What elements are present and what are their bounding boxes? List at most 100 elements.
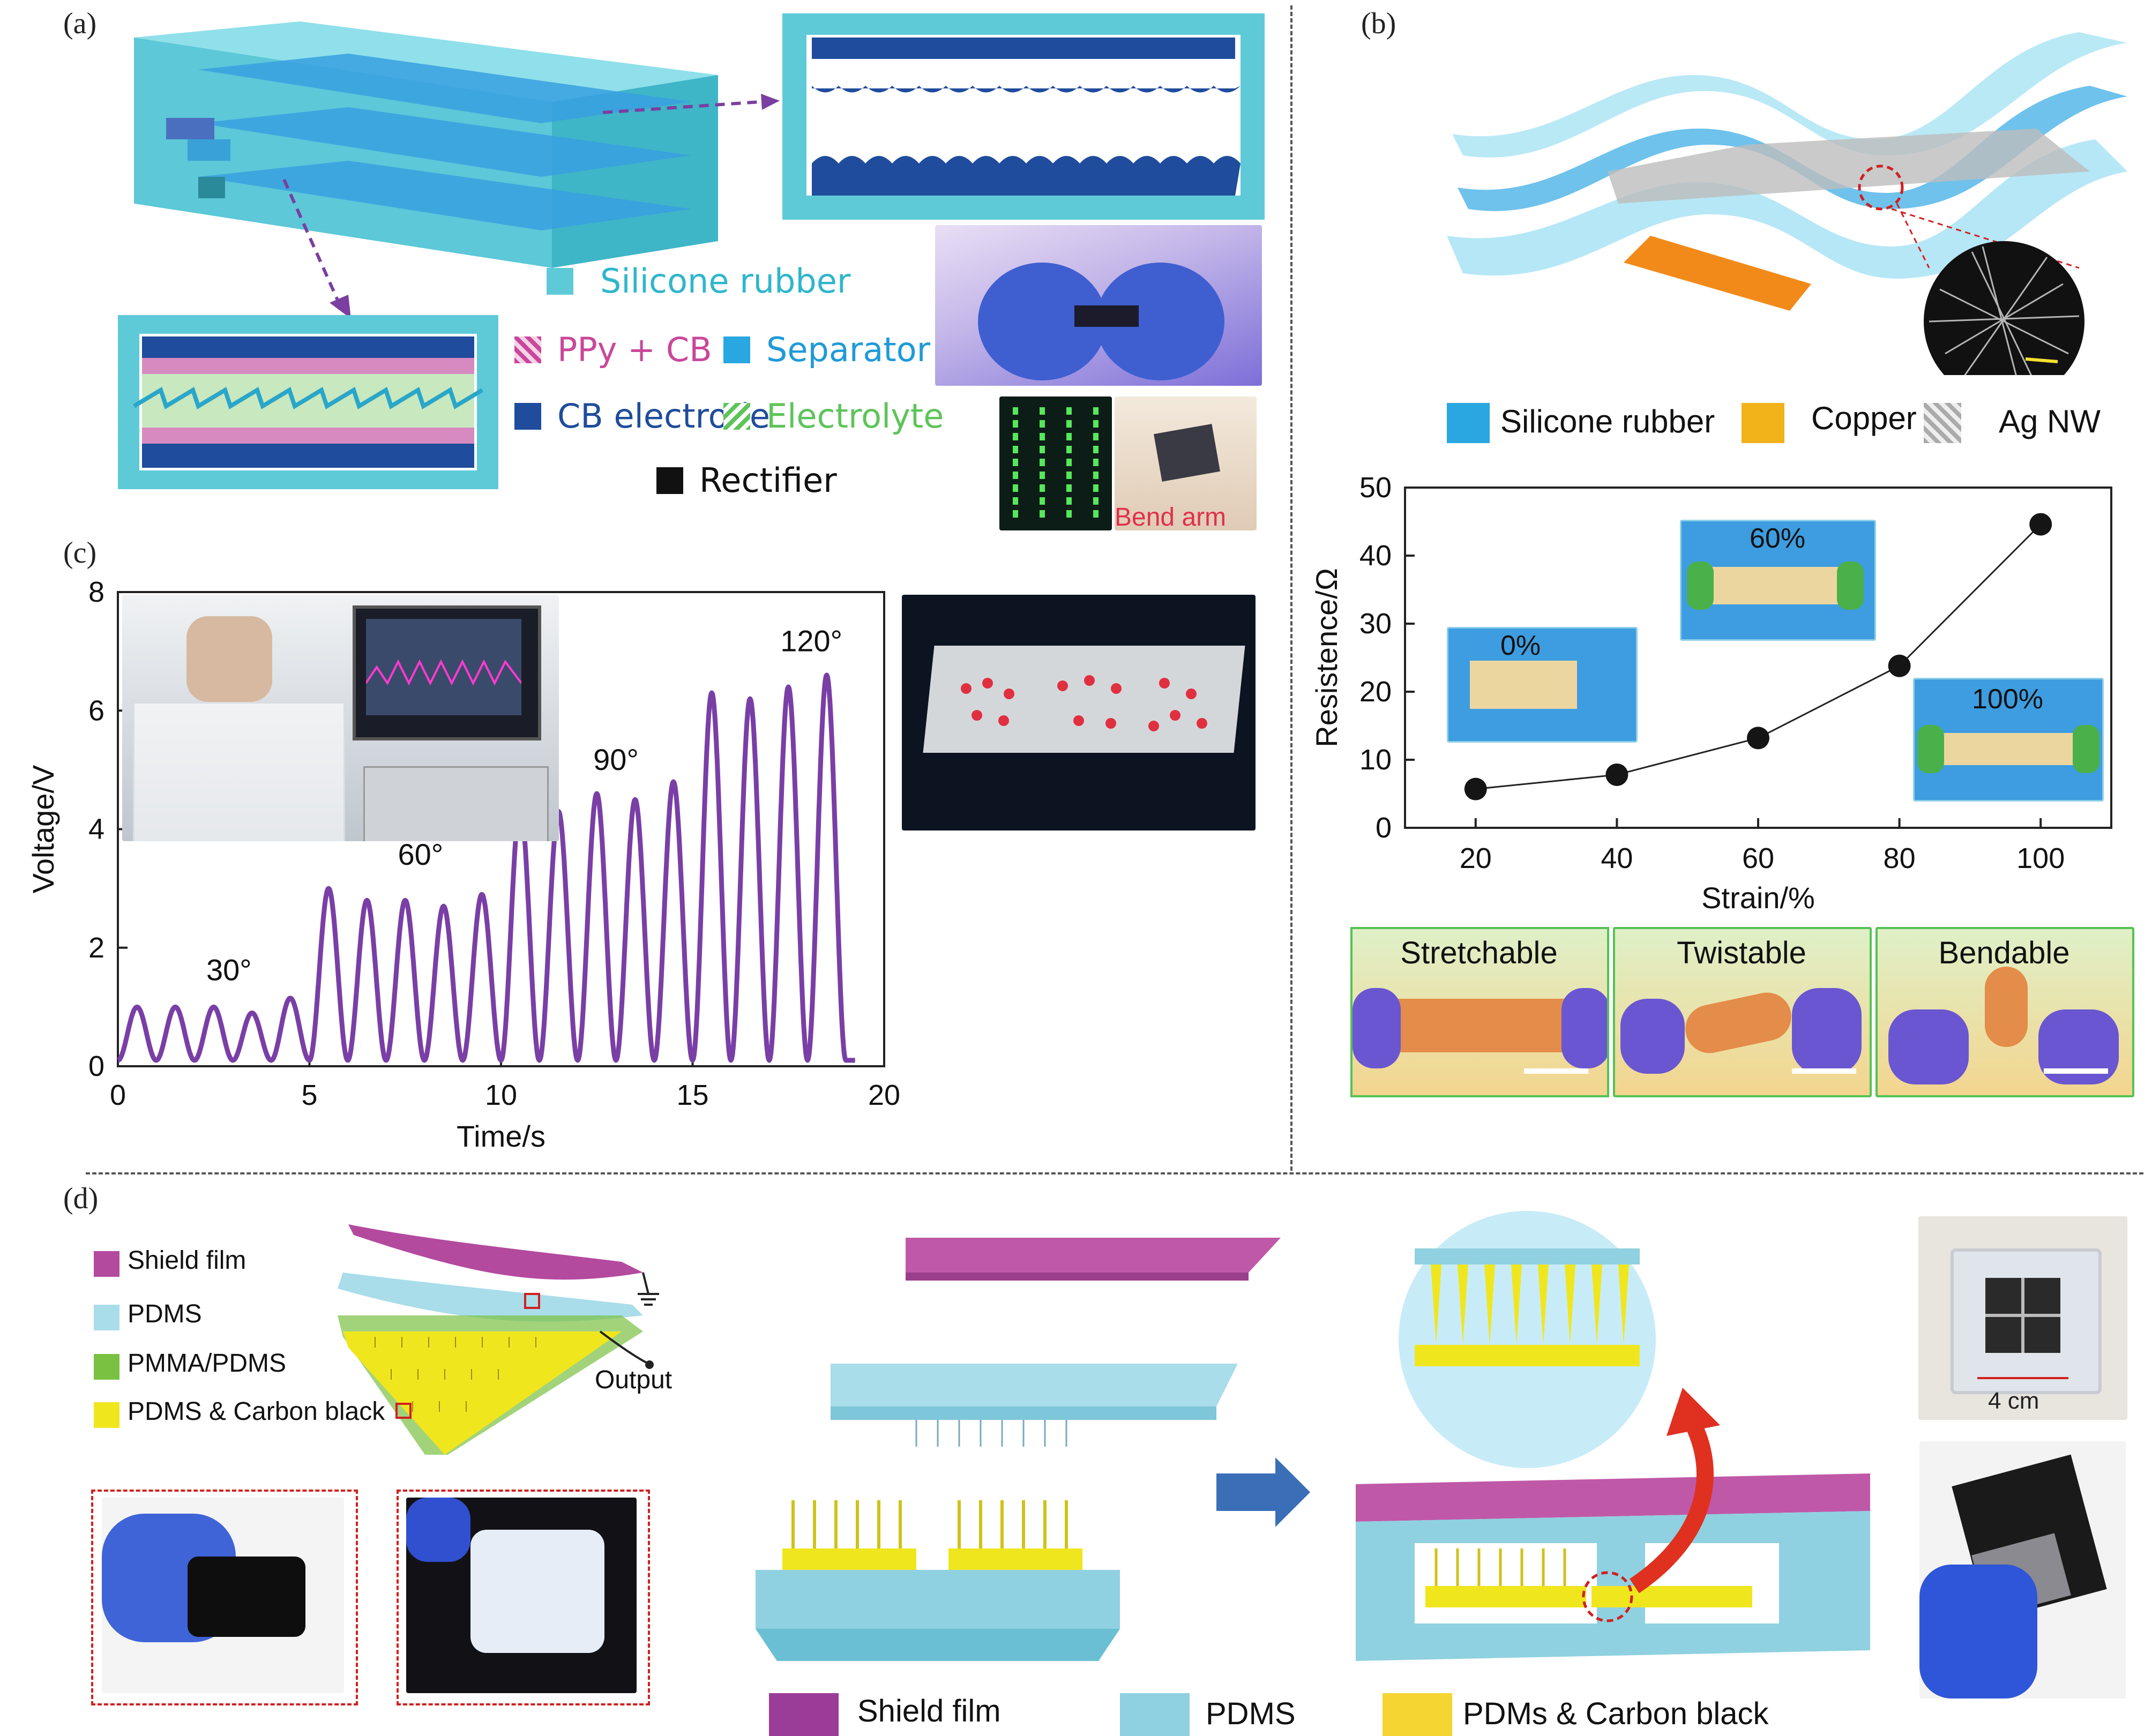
d-zoom-box-2 (397, 1490, 650, 1705)
chart-b-x-tick-label: 60 (1742, 842, 1774, 874)
b-legend-swatch-copper (1742, 403, 1784, 443)
photo-label-bend-arm: Bend arm (1115, 503, 1227, 532)
chart-b-data-point (1888, 654, 1911, 677)
d-bottom-legend-shield-film: Shield film (857, 1694, 1001, 1728)
photo-oscilloscope-setup (122, 595, 559, 841)
photo-bend-arm (1115, 396, 1257, 530)
d-legend-pdms: PDMS (128, 1300, 202, 1328)
caption-twistable: Twistable (1677, 936, 1806, 970)
photo-twistable (1613, 927, 1872, 1097)
photo-led-demo (902, 595, 1256, 830)
inset-label-60pct: 60% (1750, 523, 1806, 554)
chart-c-x-tick-label: 15 (676, 1079, 708, 1111)
photo-stretchable (1350, 927, 1609, 1097)
d-legend-swatch-pmma (94, 1354, 119, 1380)
cross-section-top (782, 13, 1265, 220)
chart-b-y-tick-label: 0 (1376, 812, 1392, 844)
legend-swatch-cb-electrode (514, 403, 541, 430)
chart-c-y-axis-label: Voltage/V (26, 765, 60, 893)
legend-swatch-rectifier (656, 467, 683, 494)
legend-silicone-rubber: Silicone rubber (600, 261, 851, 301)
arrow-a-right (602, 94, 780, 114)
inset-label-100pct: 100% (1972, 684, 2043, 715)
legend-swatch-silicone (547, 268, 573, 295)
chart-c-x-axis-label: Time/s (457, 1119, 546, 1153)
panel-a-3d-device (134, 21, 718, 268)
caption-bendable: Bendable (1938, 936, 2070, 970)
d-legend-pdms-carbon: PDMS & Carbon black (128, 1397, 385, 1426)
legend-swatch-ppy (514, 336, 541, 363)
chart-b-x-tick-label: 80 (1884, 842, 1916, 874)
chart-b-data-point (1747, 727, 1769, 750)
d-bottom-swatch-carbon (1383, 1693, 1452, 1736)
photo-glove-black-patch (102, 1498, 344, 1693)
chart-c-angle-annotation: 30° (206, 953, 252, 987)
d-legend-swatch-pdms (94, 1305, 119, 1330)
b-legend-silicone-rubber: Silicone rubber (1500, 403, 1715, 439)
inset-photo-60pct (1680, 520, 1876, 641)
vertical-divider (1290, 5, 1292, 1171)
chart-c-x-tick-label: 20 (868, 1079, 900, 1111)
caption-stretchable: Stretchable (1400, 936, 1558, 970)
panel-b-stretchable-device (1447, 32, 2127, 375)
chart-c-angle-annotation: 120° (780, 624, 842, 658)
chart-b-data-point (2029, 513, 2052, 536)
b-legend-copper: Copper (1811, 400, 1917, 436)
chart-c-y-tick-label: 0 (88, 1050, 104, 1082)
d-bottom-legend-pdms: PDMS (1206, 1696, 1296, 1731)
d-scale-label: 4 cm (1988, 1388, 2039, 1414)
legend-rectifier: Rectifier (699, 461, 837, 500)
legend-ppy-cb: PPy + CB (557, 330, 712, 369)
d-legend-swatch-shield (94, 1251, 119, 1277)
panel-label-d: (d) (63, 1182, 99, 1215)
d-zoom-box-1 (91, 1490, 358, 1705)
panel-label-b: (b) (1361, 7, 1396, 40)
d-bottom-legend-pdms-carbon: PDMs & Carbon black (1463, 1696, 1769, 1731)
chart-b-y-tick-label: 50 (1359, 472, 1392, 504)
chart-c-y-tick-label: 6 (88, 694, 104, 727)
panel-label-a: (a) (63, 7, 97, 40)
photo-gloved-hands-twist (935, 225, 1262, 386)
d-bottom-swatch-shield (769, 1693, 839, 1736)
inset-photo-0pct (1447, 627, 1638, 743)
d-layer-stack (338, 1224, 659, 1455)
chart-b-x-tick-label: 100 (2016, 842, 2065, 874)
inset-photo-100pct (1913, 678, 2104, 802)
d-process-arrow (1216, 1457, 1310, 1527)
b-legend-swatch-silicone (1447, 403, 1490, 443)
chart-b-data-point (1464, 777, 1487, 800)
chart-c-angle-annotation: 60° (398, 837, 444, 871)
chart-c-angle-annotation: 90° (593, 743, 639, 776)
arrow-a-down (282, 178, 351, 319)
inset-label-0pct: 0% (1500, 630, 1541, 661)
photo-led-array (999, 396, 1112, 530)
d-legend-pmma-pdms: PMMA/PDMS (128, 1349, 287, 1378)
d-legend-shield-film: Shield film (128, 1246, 246, 1275)
chart-b-x-tick-label: 40 (1601, 842, 1633, 874)
d-assembled-device (1356, 1211, 1870, 1661)
photo-device-flexible (1919, 1441, 2126, 1698)
b-legend-swatch-agnw (1924, 403, 1961, 443)
chart-c-y-tick-label: 4 (88, 813, 104, 845)
photo-glove-white-patch (406, 1498, 637, 1693)
legend-separator: Separator (766, 330, 931, 369)
chart-b-data-point (1605, 763, 1628, 786)
chart-b-x-tick-label: 20 (1460, 842, 1492, 874)
legend-swatch-separator (723, 336, 750, 363)
legend-swatch-electrolyte (723, 403, 750, 430)
chart-c-voltage-series (116, 672, 857, 1063)
chart-c-x-tick-label: 0 (110, 1079, 126, 1111)
chart-c-x-tick-label: 5 (301, 1079, 317, 1111)
b-legend-ag-nw: Ag NW (1999, 403, 2101, 439)
horizontal-divider (86, 1172, 2143, 1174)
cross-section-bottom (118, 315, 498, 489)
photo-device-top-view (1918, 1216, 2127, 1420)
chart-c-x-tick-label: 10 (485, 1079, 517, 1111)
chart-b-y-axis-label: Resistence/Ω (1310, 568, 1343, 747)
d-exploded-structure (756, 1238, 1281, 1661)
chart-c-y-tick-label: 2 (88, 932, 104, 964)
photo-bendable (1875, 927, 2134, 1097)
panel-label-c: (c) (63, 536, 97, 570)
